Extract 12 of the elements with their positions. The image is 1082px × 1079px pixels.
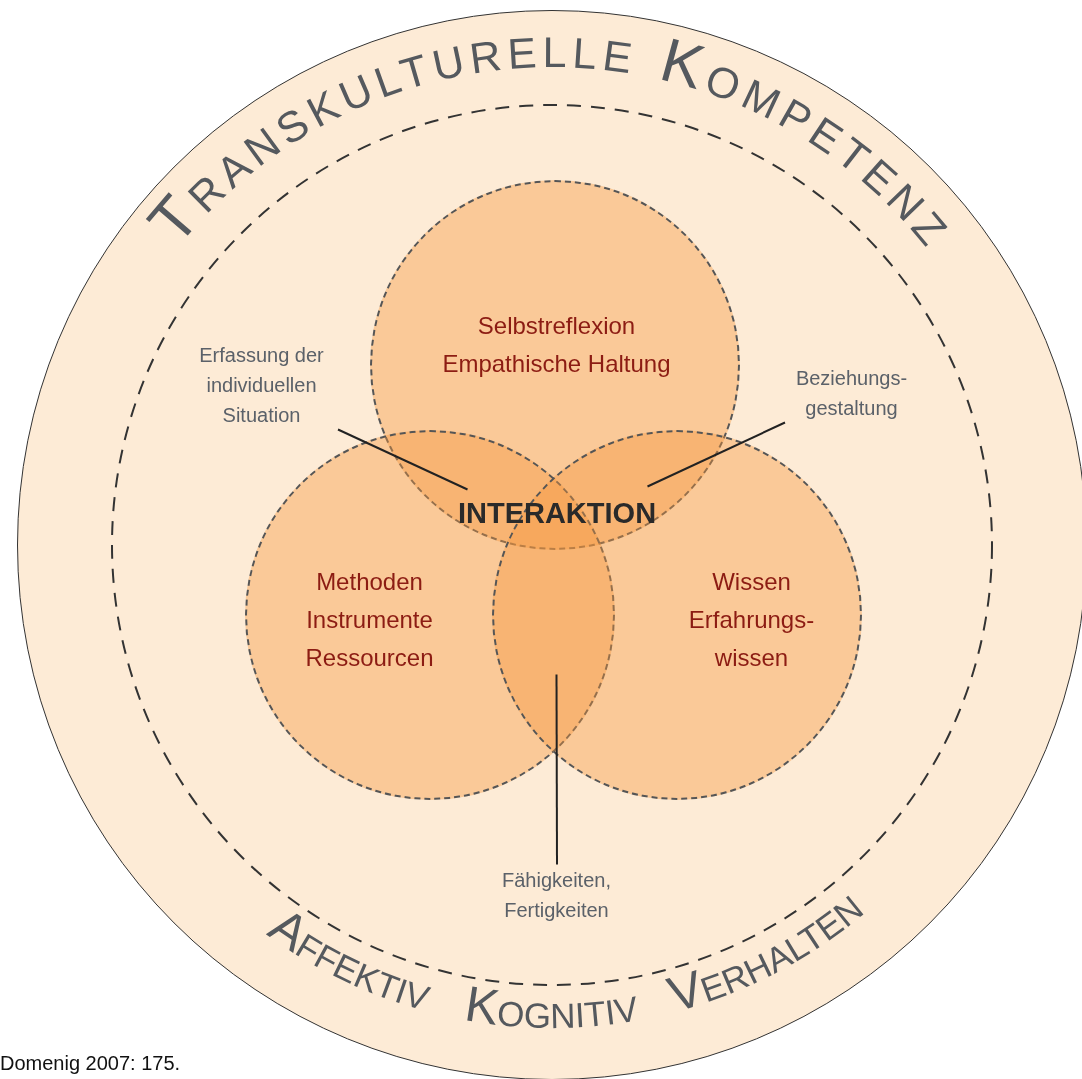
leader-line xyxy=(555,673,558,866)
circle-label: Methoden Instrumente Ressourcen xyxy=(304,566,435,673)
annotation-text: Beziehungs- gestaltung xyxy=(781,362,922,423)
center-label: INTERAKTION xyxy=(457,496,657,530)
leader-line xyxy=(646,421,786,488)
annotation-text: Fähigkeiten, Fertigkeiten xyxy=(481,864,632,925)
circle-label: Selbstreflexion Empathische Haltung xyxy=(441,310,672,379)
leader-line xyxy=(337,428,469,491)
curved-label: Kognitiv xyxy=(461,975,641,1039)
caption: Domenig 2007: 175. xyxy=(0,1052,181,1075)
annotation-text: Erfassung der individuellen Situation xyxy=(171,339,352,430)
circle-label: Wissen Erfahrungs- wissen xyxy=(687,566,816,673)
